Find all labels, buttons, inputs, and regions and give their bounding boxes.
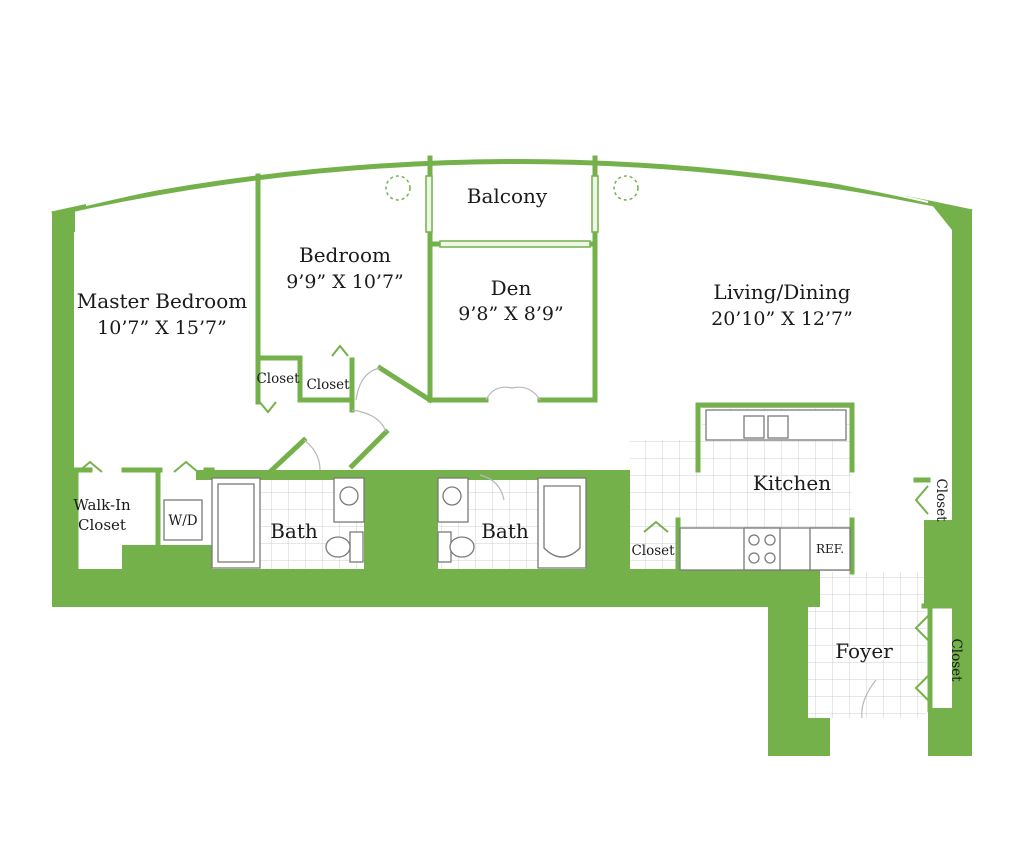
walk-in-closet-line1: Walk-In (73, 496, 131, 514)
range (743, 527, 781, 571)
door-swing-bath1 (303, 439, 321, 471)
kitchen-sink-left (743, 415, 765, 439)
tub-1-inner (217, 483, 255, 563)
kitchen-sink-right (767, 415, 789, 439)
closet-marks (77, 344, 929, 701)
toilet-tank-1 (349, 531, 364, 563)
window-glass-mid-east (667, 161, 763, 171)
wall-hall-door-jamb (348, 428, 390, 470)
bath-2-fixtures (437, 477, 587, 569)
burner-1 (748, 534, 760, 546)
closet-mark-4 (173, 460, 199, 473)
bath-1-name: Bath (270, 519, 318, 543)
bedroom-dims: 9’9” X 10’7” (286, 271, 404, 293)
washer-dryer-label: W/D (168, 513, 197, 529)
master-bedroom-dims: 10’7” X 15’7” (97, 317, 227, 339)
closet-label-bedroom-b: Closet (306, 377, 350, 393)
bath-1-fixtures (211, 477, 365, 569)
door-swing-foyer (861, 679, 877, 719)
kitchen-fixtures (163, 409, 851, 571)
toilet-bowl-1 (325, 536, 351, 558)
burner-2 (764, 534, 776, 546)
burner-3 (748, 552, 760, 564)
balcony-name: Balcony (467, 184, 548, 208)
tub-2-inner (543, 485, 581, 558)
closet-label-kitchen: Closet (631, 543, 675, 559)
bath-2-name: Bath (481, 519, 529, 543)
bath-separator (364, 472, 438, 572)
living-dining-dims: 20’10” X 12’7” (711, 308, 853, 330)
window-glass-mid-west (261, 158, 373, 171)
closet-label-bedroom-a: Closet (256, 371, 300, 387)
wall-bedroom-door-jamb (376, 364, 434, 404)
master-bedroom-name: Master Bedroom (77, 289, 247, 313)
closet-mark-5 (643, 520, 669, 533)
washer-dryer (163, 499, 203, 541)
balcony-door-east (591, 175, 599, 233)
closet-label-living-east: Closet (933, 478, 949, 522)
interior-walls (67, 155, 955, 713)
foyer-name: Foyer (835, 639, 893, 663)
window-glass-west (85, 185, 177, 206)
closet-mark-8 (914, 675, 929, 701)
living-dining-name: Living/Dining (713, 280, 850, 304)
burner-4 (764, 552, 776, 564)
den-dims: 9’8” X 8’9” (458, 303, 563, 325)
toilet-bowl-2 (449, 536, 475, 558)
kitchen-name: Kitchen (753, 471, 831, 495)
bath-separator-2 (586, 472, 630, 572)
room-labels: Master Bedroom 10’7” X 15’7” Bedroom 9’9… (73, 184, 964, 682)
door-swing-bedroom (355, 367, 381, 401)
door-swing-hall (351, 409, 387, 433)
east-wall (952, 210, 972, 756)
door-swing-den (485, 386, 541, 401)
closet-mark-7 (914, 615, 929, 641)
den-name: Den (491, 276, 532, 300)
foyer-bottom-left (768, 718, 830, 756)
window-glass-balcony (447, 152, 579, 156)
window-glass-east (841, 183, 929, 203)
top-of-baths (196, 470, 630, 480)
ceiling-light-bedroom (385, 175, 411, 201)
door-swing-bath2 (479, 474, 505, 501)
balcony-glazing (425, 175, 599, 248)
toilet-tank-2 (437, 531, 452, 563)
closet-label-foyer: Closet (948, 638, 964, 682)
refrigerator (809, 527, 851, 571)
west-wall (52, 214, 74, 606)
wall-bath1-door-jamb (268, 436, 308, 474)
sink-counter-1 (333, 477, 365, 523)
south-wall-mid (52, 569, 820, 607)
sink-1 (339, 486, 359, 506)
sink-2 (442, 486, 462, 506)
door-swings (303, 367, 877, 719)
north-wall-curve (51, 159, 973, 217)
balcony-door-west (425, 175, 433, 233)
closet-mark-6 (914, 485, 929, 515)
walk-in-closet-line2: Closet (78, 516, 126, 534)
refrigerator-label: REF. (816, 542, 844, 556)
closet-mark-3 (77, 460, 103, 473)
balcony-rail (439, 240, 591, 248)
north-wall (51, 152, 973, 217)
closet-mark-2 (331, 344, 349, 357)
closet-mark-1 (257, 399, 277, 414)
ceiling-light-living (613, 175, 639, 201)
exterior-walls (52, 205, 972, 756)
bedroom-name: Bedroom (299, 243, 391, 267)
